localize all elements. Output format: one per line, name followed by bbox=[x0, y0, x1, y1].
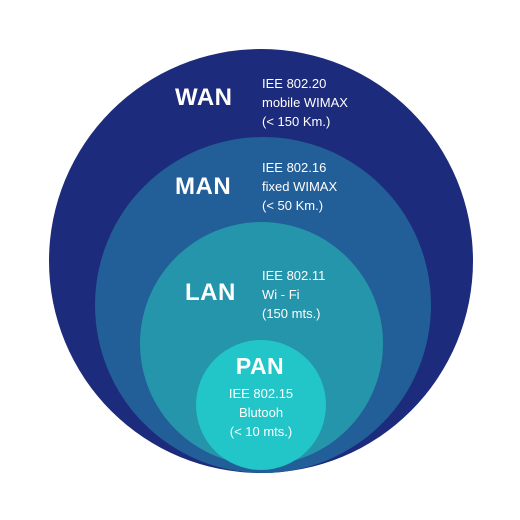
pan-technology: Blutooh bbox=[238, 405, 284, 420]
pan-circle bbox=[196, 340, 326, 470]
man-range: (< 50 Km.) bbox=[262, 198, 324, 213]
man-description: IEE 802.16 fixed WIMAX (< 50 Km.) bbox=[262, 158, 337, 215]
lan-standard: IEE 802.11 bbox=[262, 268, 326, 283]
pan-title: PAN bbox=[235, 353, 285, 379]
man-technology: fixed WIMAX bbox=[262, 179, 338, 194]
pan-range: (< 10 mts.) bbox=[229, 424, 293, 439]
lan-technology: Wi - Fi bbox=[262, 287, 300, 302]
lan-range: (150 mts.) bbox=[262, 306, 321, 321]
wan-technology: mobile WIMAX bbox=[262, 95, 348, 110]
pan-description: IEE 802.15 Blutooh (< 10 mts.) bbox=[196, 384, 326, 441]
wan-title: WAN bbox=[175, 84, 233, 111]
man-standard: IEE 802.16 bbox=[262, 160, 327, 175]
man-title: MAN bbox=[175, 173, 232, 200]
wan-standard: IEE 802.20 bbox=[262, 76, 327, 91]
lan-description: IEE 802.11 Wi - Fi (150 mts.) bbox=[262, 266, 325, 323]
wan-range: (< 150 Km.) bbox=[262, 114, 331, 129]
lan-title: LAN bbox=[185, 279, 236, 306]
wan-description: IEE 802.20 mobile WIMAX (< 150 Km.) bbox=[262, 74, 348, 131]
pan-standard: IEE 802.15 bbox=[228, 386, 294, 401]
